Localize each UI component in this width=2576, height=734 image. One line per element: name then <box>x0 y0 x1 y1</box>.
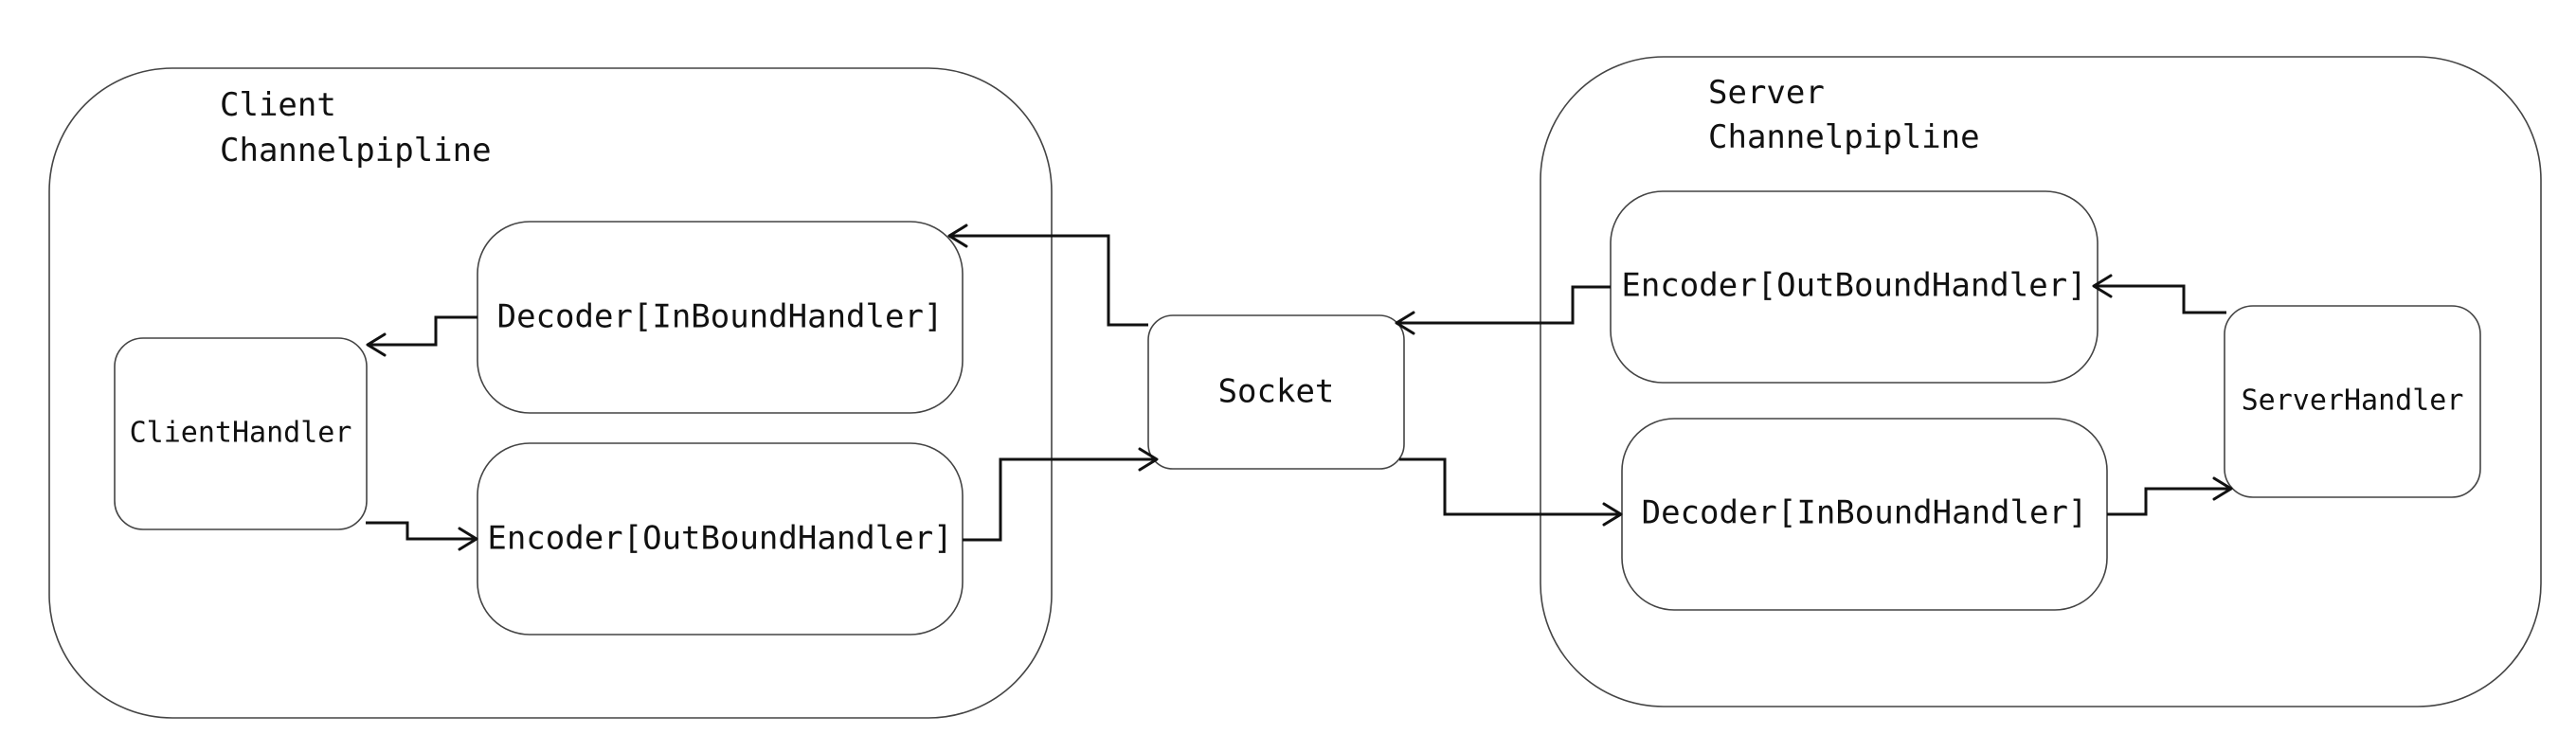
arrow-client-encoder-to-socket <box>963 447 1159 542</box>
socket-label: Socket <box>1218 373 1335 411</box>
arrow-socket-to-client-decoder <box>947 224 1148 327</box>
arrow-server-handler-to-server-encoder <box>2092 274 2226 314</box>
server-handler-label: ServerHandler <box>2242 385 2464 418</box>
server-pipeline-title-line1: Server <box>1708 74 1825 112</box>
client-pipeline-title-line2: Channelpipline <box>220 132 492 170</box>
server-decoder-label: Decoder[InBoundHandler] <box>1642 494 2088 532</box>
client-pipeline-title-line1: Client <box>220 86 336 124</box>
client-encoder-label: Encoder[OutBoundHandler] <box>487 520 952 558</box>
arrow-server-encoder-to-socket <box>1395 285 1611 335</box>
server-decoder-node: Decoder[InBoundHandler] <box>1621 418 2108 611</box>
client-decoder-label: Decoder[InBoundHandler] <box>497 298 944 336</box>
arrow-socket-to-server-decoder <box>1399 457 1623 527</box>
client-encoder-node: Encoder[OutBoundHandler] <box>477 442 964 636</box>
server-encoder-node: Encoder[OutBoundHandler] <box>1610 190 2099 384</box>
server-pipeline-title-line2: Channelpipline <box>1708 118 1980 156</box>
client-handler-label: ClientHandler <box>130 417 352 450</box>
client-handler-node: ClientHandler <box>114 337 368 530</box>
server-encoder-label: Encoder[OutBoundHandler] <box>1621 267 2086 305</box>
arrow-server-decoder-to-server-handler <box>2107 476 2233 516</box>
client-decoder-node: Decoder[InBoundHandler] <box>477 221 964 414</box>
arrow-client-handler-to-client-encoder <box>366 521 478 551</box>
server-handler-node: ServerHandler <box>2224 305 2481 498</box>
socket-node: Socket <box>1147 314 1405 470</box>
arrow-client-decoder-to-client-handler <box>366 315 477 357</box>
